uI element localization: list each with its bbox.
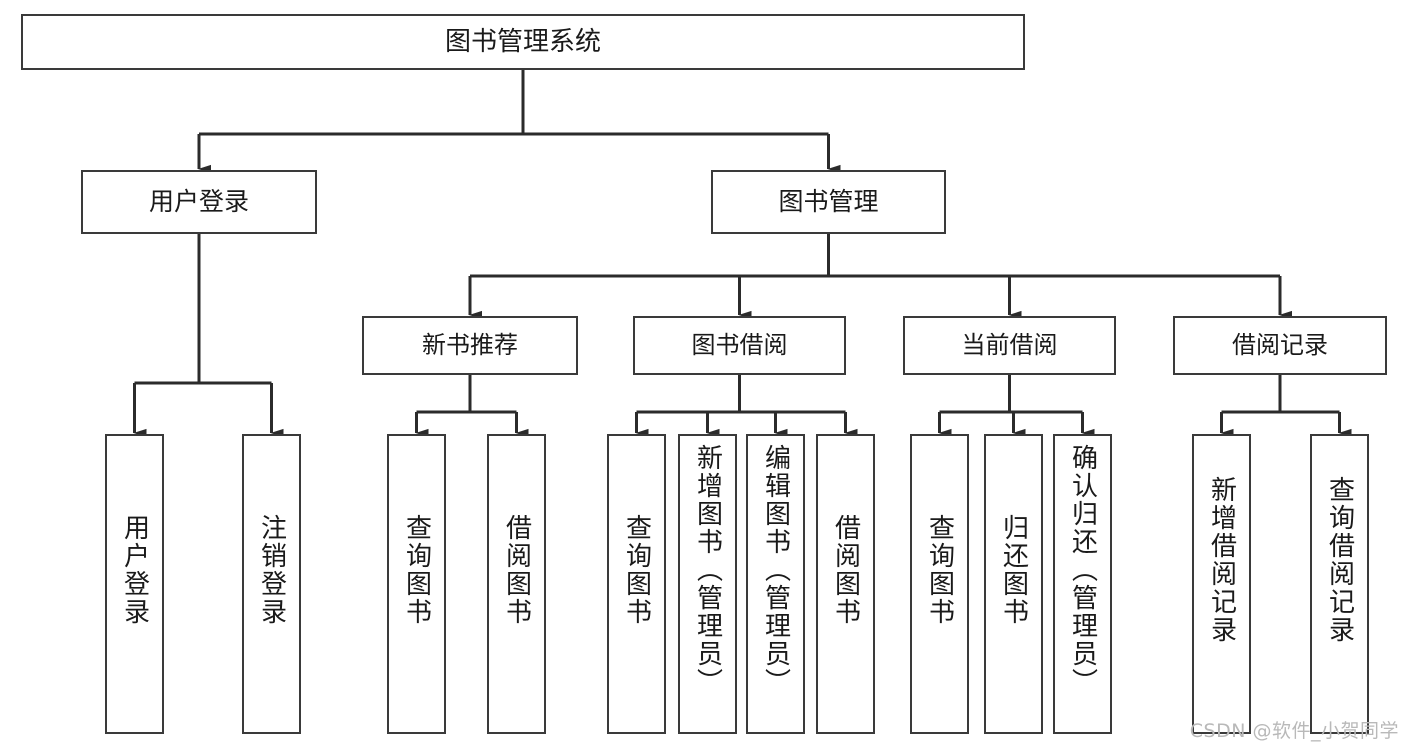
node-user-login-label: 用户登录 <box>148 187 249 217</box>
leaf-node-leaf-return-book[interactable]: 归还图书 <box>984 434 1043 734</box>
node-borrow-record-label: 借阅记录 <box>1232 331 1328 360</box>
node-root-label: 图书管理系统 <box>444 26 601 57</box>
leaf-node-leaf-return-book-label: 归还图书 <box>998 514 1029 626</box>
leaf-node-leaf-query-book-rec-label: 查询图书 <box>401 514 432 626</box>
node-new-book-recommend[interactable]: 新书推荐 <box>362 316 578 375</box>
leaf-node-leaf-add-book-admin[interactable]: 新增图书（管理员） <box>678 434 737 734</box>
leaf-node-leaf-confirm-return-label: 确认归还（管理员） <box>1067 444 1098 696</box>
node-user-login[interactable]: 用户登录 <box>81 170 317 234</box>
leaf-node-leaf-query-borrow-rec[interactable]: 查询借阅记录 <box>1310 434 1369 734</box>
leaf-node-leaf-edit-book-admin-label: 编辑图书（管理员） <box>760 444 791 696</box>
node-borrow-record[interactable]: 借阅记录 <box>1173 316 1387 375</box>
leaf-node-leaf-query-book-cur[interactable]: 查询图书 <box>910 434 969 734</box>
node-book-borrow[interactable]: 图书借阅 <box>633 316 846 375</box>
leaf-node-leaf-edit-book-admin[interactable]: 编辑图书（管理员） <box>746 434 805 734</box>
leaf-node-leaf-add-book-admin-label: 新增图书（管理员） <box>692 444 723 696</box>
node-book-borrow-label: 图书借阅 <box>691 331 788 360</box>
leaf-node-leaf-add-borrow-rec-label: 新增借阅记录 <box>1206 476 1237 644</box>
leaf-node-leaf-query-book-cur-label: 查询图书 <box>924 514 955 626</box>
leaf-node-leaf-add-borrow-rec[interactable]: 新增借阅记录 <box>1192 434 1251 734</box>
leaf-node-leaf-confirm-return[interactable]: 确认归还（管理员） <box>1053 434 1112 734</box>
node-current-borrow[interactable]: 当前借阅 <box>903 316 1116 375</box>
leaf-node-leaf-query-book-rec[interactable]: 查询图书 <box>387 434 446 734</box>
node-current-borrow-label: 当前借阅 <box>961 331 1058 360</box>
leaf-node-leaf-query-book-bor[interactable]: 查询图书 <box>607 434 666 734</box>
leaf-node-leaf-user-login[interactable]: 用户登录 <box>105 434 164 734</box>
leaf-node-leaf-query-borrow-rec-label: 查询借阅记录 <box>1324 476 1355 644</box>
node-root[interactable]: 图书管理系统 <box>21 14 1025 70</box>
leaf-node-leaf-user-login-label: 用户登录 <box>119 514 150 626</box>
leaf-node-leaf-borrow-book-rec-label: 借阅图书 <box>501 514 532 626</box>
leaf-node-leaf-borrow-book-rec[interactable]: 借阅图书 <box>487 434 546 734</box>
leaf-node-leaf-query-book-bor-label: 查询图书 <box>621 514 652 626</box>
leaf-node-leaf-borrow-book-bor-label: 借阅图书 <box>830 514 861 626</box>
watermark-text: CSDN @软件_小贺同学 <box>1189 720 1399 742</box>
leaf-node-leaf-user-logout[interactable]: 注销登录 <box>242 434 301 734</box>
node-book-manage-label: 图书管理 <box>778 187 879 217</box>
node-book-manage[interactable]: 图书管理 <box>711 170 946 234</box>
leaf-node-leaf-user-logout-label: 注销登录 <box>256 514 287 626</box>
leaf-node-leaf-borrow-book-bor[interactable]: 借阅图书 <box>816 434 875 734</box>
node-new-book-recommend-label: 新书推荐 <box>422 331 518 360</box>
